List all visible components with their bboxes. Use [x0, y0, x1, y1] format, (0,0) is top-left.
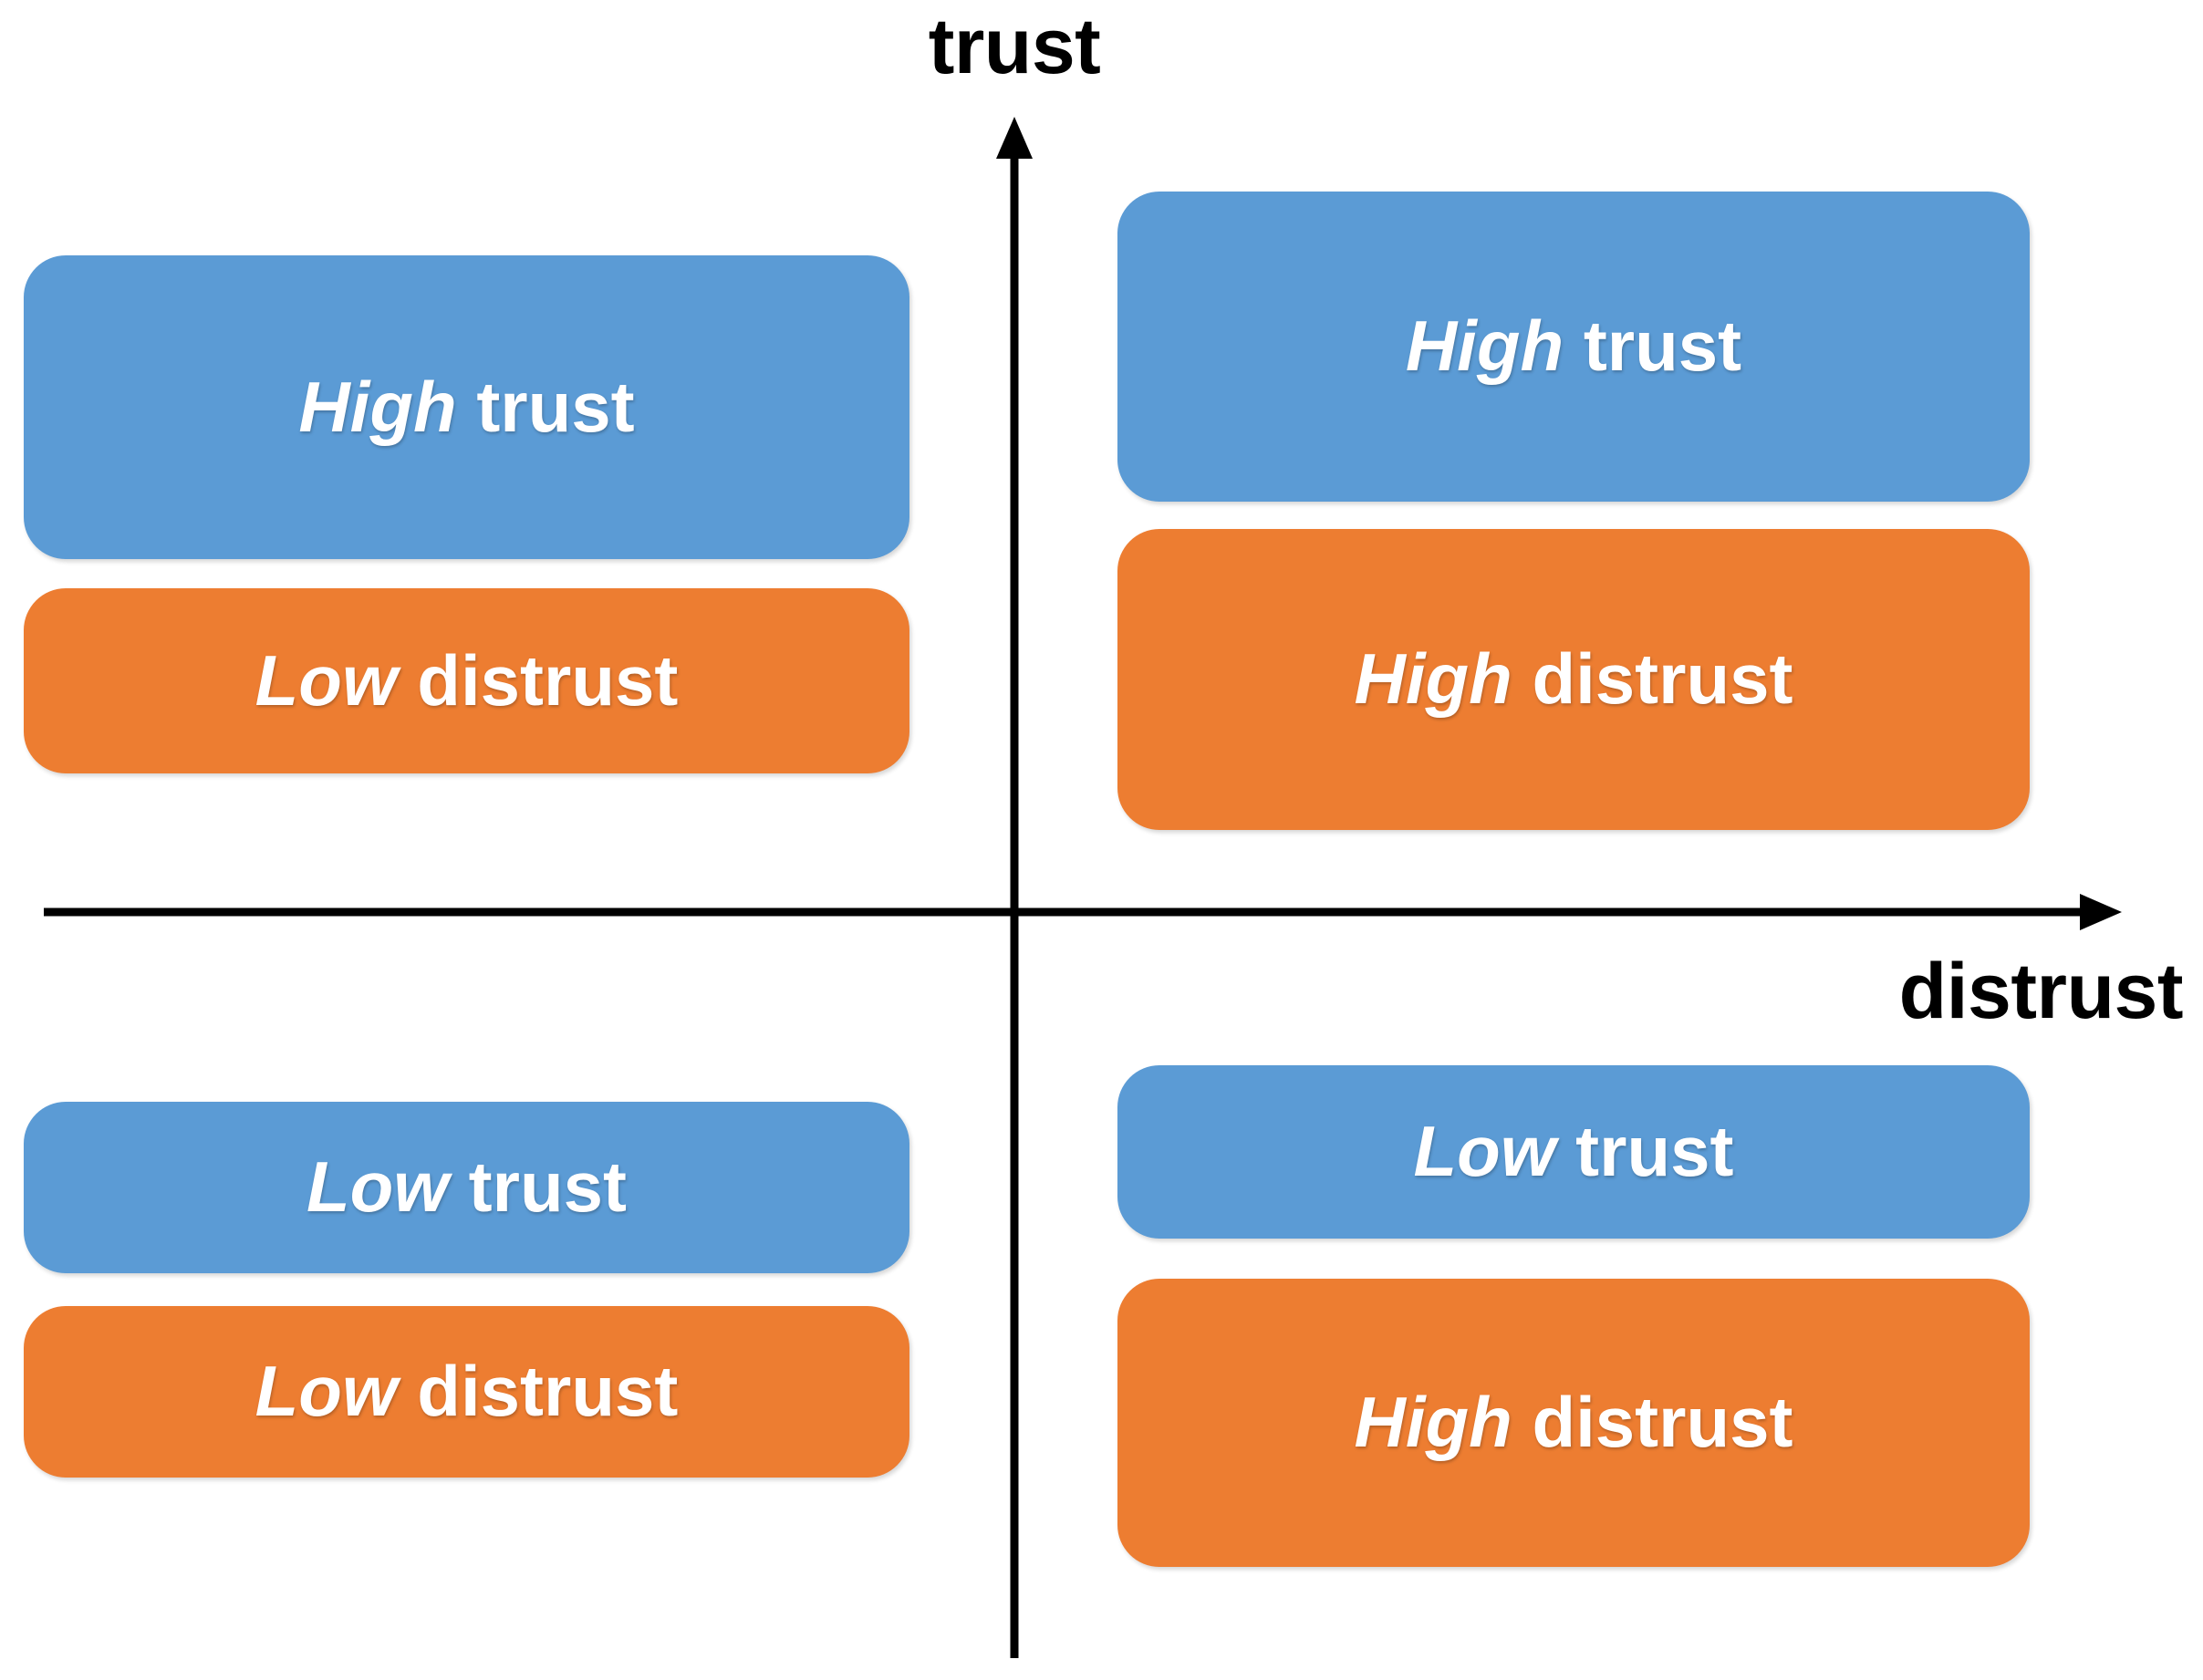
- box-top-left-trust[interactable]: High trust: [24, 255, 909, 559]
- level-text: Low: [255, 639, 398, 721]
- level-text: High: [298, 366, 457, 447]
- level-text: Low: [307, 1146, 449, 1228]
- box-bottom-left-distrust-label: Low distrust: [255, 1351, 679, 1432]
- box-bottom-left-trust[interactable]: Low trust: [24, 1102, 909, 1273]
- dimension-text: trust: [1583, 306, 1742, 387]
- y-axis-arrowhead: [996, 117, 1033, 159]
- x-axis-arrowhead: [2080, 894, 2122, 930]
- level-text: High: [1405, 306, 1564, 387]
- x-axis: [44, 894, 2122, 930]
- spacer: [1555, 1111, 1575, 1191]
- dimension-text: distrust: [1532, 1382, 1793, 1463]
- level-text: Low: [255, 1351, 398, 1432]
- level-text: High: [1354, 638, 1512, 720]
- spacer: [1512, 1382, 1533, 1462]
- spacer: [449, 1146, 469, 1227]
- dimension-text: distrust: [417, 639, 679, 721]
- y-axis-label: trust: [928, 3, 1101, 90]
- y-axis: [996, 117, 1033, 1658]
- box-top-right-distrust-label: High distrust: [1355, 641, 1793, 717]
- box-bottom-right-distrust[interactable]: High distrust: [1117, 1279, 2030, 1567]
- box-top-left-trust-label: High trust: [298, 366, 635, 447]
- box-top-right-trust-label: High trust: [1405, 306, 1742, 387]
- box-top-left-distrust[interactable]: Low distrust: [24, 588, 909, 773]
- dimension-text: distrust: [417, 1351, 679, 1432]
- dimension-text: trust: [468, 1146, 627, 1228]
- spacer: [398, 1351, 418, 1431]
- spacer: [398, 640, 418, 721]
- box-bottom-right-trust-label: Low trust: [1414, 1114, 1734, 1189]
- box-top-right-distrust[interactable]: High distrust: [1117, 529, 2030, 830]
- spacer: [457, 367, 477, 447]
- level-text: High: [1354, 1382, 1512, 1463]
- x-axis-label: distrust: [1898, 948, 2184, 1035]
- dimension-text: trust: [1575, 1111, 1734, 1192]
- box-top-right-trust[interactable]: High trust: [1117, 192, 2030, 502]
- spacer: [1564, 306, 1584, 386]
- dimension-text: trust: [476, 366, 635, 447]
- box-bottom-right-trust[interactable]: Low trust: [1117, 1065, 2030, 1239]
- box-bottom-left-distrust[interactable]: Low distrust: [24, 1306, 909, 1478]
- level-text: Low: [1413, 1111, 1556, 1192]
- spacer: [1512, 638, 1533, 719]
- dimension-text: distrust: [1532, 638, 1793, 720]
- box-top-left-distrust-label: Low distrust: [255, 643, 679, 719]
- box-bottom-left-trust-label: Low trust: [307, 1149, 627, 1225]
- box-bottom-right-distrust-label: High distrust: [1354, 1382, 1793, 1463]
